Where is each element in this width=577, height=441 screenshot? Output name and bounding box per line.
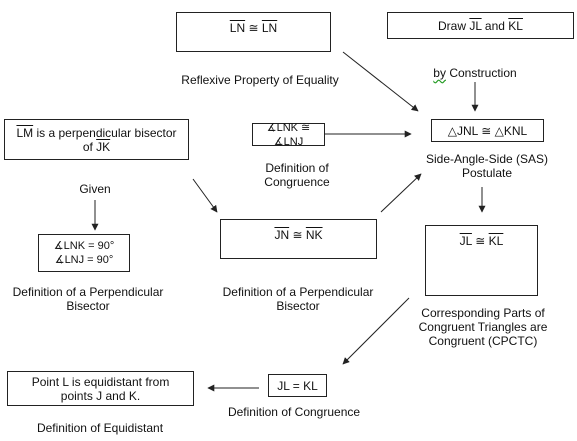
congruent-symbol: ≅ [289,228,306,242]
label-line: Corresponding Parts of [421,306,545,320]
label-line: Congruent Triangles are [418,320,548,334]
label-line: Congruent (CPCTC) [428,334,538,348]
label-cpctc: Corresponding Parts of Congruent Triangl… [403,306,563,348]
segment-jk: JK [96,139,111,154]
segment-kl: KL [508,18,523,33]
label-definition-of-congruence-2: Definition of Congruence [227,405,361,419]
label-definition-perpendicular-bisector-2: Definition of a Perpendicular Bisector [210,285,386,313]
segment-jl: JL [469,18,482,33]
arrow-ln-to-triangles [342,51,419,112]
and-text: and [481,18,509,33]
triangles-congruent-text: △JNL ≅ △KNL [447,123,528,138]
statement-jl-congruent-kl: JL ≅ KL [425,225,538,296]
label-sas-postulate: Side-Angle-Side (SAS) Postulate [407,152,567,180]
label-line: Postulate [461,166,513,180]
segment-ln: LN [229,21,246,35]
label-line: Definition of a Perpendicular [222,285,374,299]
label-definition-of-equidistant: Definition of Equidistant [36,421,164,435]
angles-congruent-text: ∡LNK ≅ ∡LNJ [266,121,311,148]
statement-lm-perpendicular-bisector: LM is a perpendicular bisector of JK [4,119,189,160]
label-line: Side-Angle-Side (SAS) [425,152,549,166]
label-line: Definition of [265,161,329,175]
by-word: by [433,66,446,80]
construction-word: Construction [445,66,517,80]
label-line: Bisector [276,299,320,313]
segment-kl: KL [488,234,504,248]
arrow-cpctc-to-jl-eq-kl [342,297,410,365]
of-text: of [82,139,97,154]
statement-equidistant: Point L is equidistant from points J and… [7,371,194,406]
draw-text: Draw [438,18,470,33]
bisector-text: is a perpendicular bisector [33,125,177,140]
statement-draw-jl-kl: Draw JL and KL [387,12,574,39]
segment-lm: LM [16,125,34,140]
congruent-symbol: ≅ [245,21,262,35]
label-by-construction: by Construction [395,66,555,80]
jl-equals-kl-text: JL = KL [277,378,318,393]
segment-ln: LN [261,21,278,35]
statement-ln-congruent-ln: LN ≅ LN [176,12,331,52]
statement-angles-congruent: ∡LNK ≅ ∡LNJ [252,121,325,148]
statement-jn-congruent-nk: JN ≅ NK [220,219,377,259]
label-definition-of-congruence-1: Definition of Congruence [227,161,367,189]
segment-jl: JL [459,234,472,248]
statement-jl-equals-kl: JL = KL [268,374,327,397]
statement-triangles-congruent: △JNL ≅ △KNL [431,119,544,142]
equidistant-line-2: points J and K. [60,388,141,403]
arrow-jn-to-triangles [380,173,422,213]
angle-lnk-90: ∡LNK = 90° [53,240,115,252]
segment-jn: JN [274,228,290,242]
segment-nk: NK [305,228,323,242]
label-given: Given [79,182,111,196]
angle-lnj-90: ∡LNJ = 90° [54,254,114,266]
label-line: Bisector [66,299,110,313]
statement-angles-90: ∡LNK = 90° ∡LNJ = 90° [38,234,130,272]
label-line: Definition of a Perpendicular [12,285,164,299]
equidistant-line-1: Point L is equidistant from [31,374,170,389]
congruent-symbol: ≅ [471,234,489,248]
label-reflexive-property: Reflexive Property of Equality [181,73,339,87]
arrow-bisector-to-jn [192,178,218,213]
label-line: Congruence [264,175,330,189]
label-definition-perpendicular-bisector-1: Definition of a Perpendicular Bisector [0,285,176,313]
